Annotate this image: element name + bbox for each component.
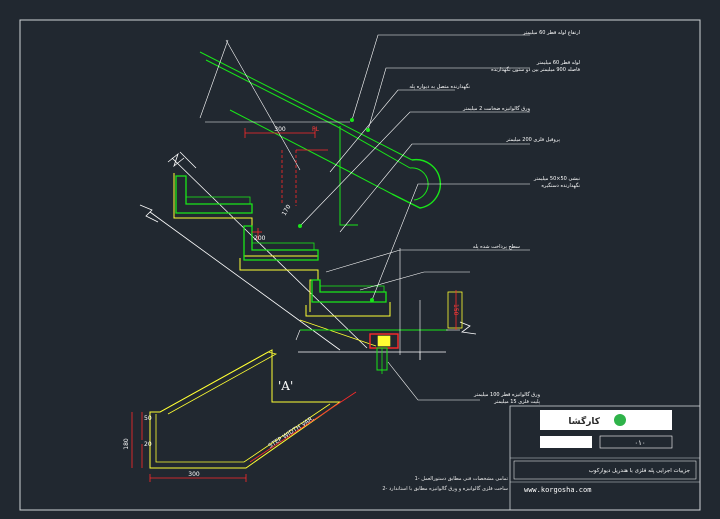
annotation-3: نگهدارنده متصل به دیواره پله (409, 83, 470, 90)
logo-text: کارگشا (568, 415, 600, 427)
step-height-dim: 180 (123, 438, 130, 450)
dim-riser-height: 170 (281, 203, 293, 217)
logo-box (540, 410, 672, 430)
step-base-dim: 300 (188, 471, 200, 478)
annotation-6: پروفیل فلزی 200 میلیمتر (505, 137, 560, 143)
dim-tread-top: 300 (274, 126, 286, 133)
note-2: 2- ساخت فلزی گالوانیزه و ورق گالوانیزه م… (382, 485, 508, 492)
note-1: 1- تمامی مشخصات فنی مطابق دستورالعمل (415, 476, 509, 482)
dim-tread-small: PL (312, 126, 320, 133)
annotation-7: سطح پرداخت شده پله (473, 244, 520, 250)
step-profile-detail: 300 50 20 180 STEP WIDTH VAR. 'A' (123, 349, 357, 482)
drawing-border (19, 19, 701, 511)
stair-section (139, 34, 530, 401)
dimensions: 300 PL 170 200 150 (254, 126, 459, 316)
dim-right: 150 (452, 304, 459, 316)
drawing-code: ۰۱۰ (634, 439, 645, 447)
logo-icon (614, 414, 626, 426)
bottom-notes: 1- تمامی مشخصات فنی مطابق دستورالعمل 2- … (382, 476, 508, 492)
dim-riser-detail: 200 (254, 235, 266, 242)
step-side-dim-1: 50 (144, 415, 152, 422)
view-label: 'A' (278, 379, 293, 393)
title-block: کارگشا ۰۱۰ جزییات اجرایی پله فلزی با هند… (509, 405, 701, 511)
annotation-4: ورق گالوانیزه ضخامت 2 میلیمتر (462, 105, 531, 112)
step-width-label: STEP WIDTH VAR. (267, 415, 315, 450)
annotation-1: ارتفاع لوله قطر 60 میلیمتر (522, 30, 580, 36)
annotations: ارتفاع لوله قطر 60 میلیمتر لوله قطر 60 م… (409, 30, 580, 405)
drawing-title: جزییات اجرایی پله فلزی با هندریل دیوارکو… (589, 467, 690, 474)
website: www.korgosha.com (524, 486, 591, 494)
step-side-dim-2: 20 (144, 441, 152, 448)
